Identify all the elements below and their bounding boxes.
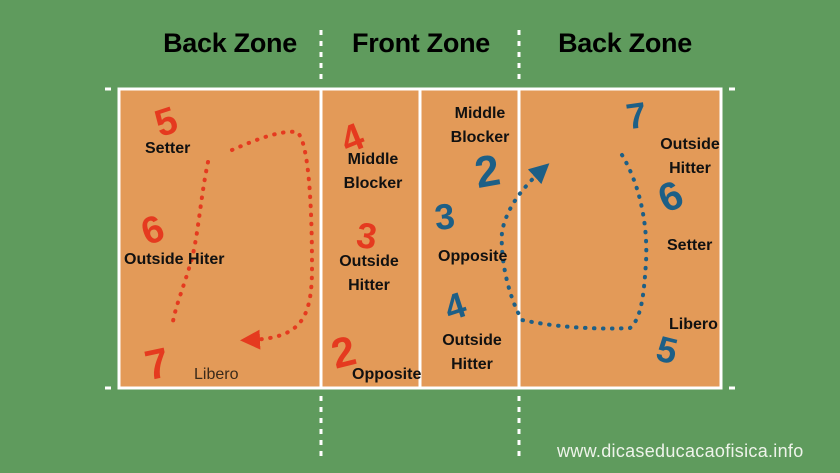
label-line: Blocker <box>343 175 403 192</box>
label-line: Outside <box>339 253 399 270</box>
position-label-opposite: Opposite <box>352 366 422 383</box>
red-rotation-path <box>230 129 315 350</box>
label-line: Middle <box>347 151 399 168</box>
website-credit: www.dicaseducacaofisica.info <box>557 441 804 461</box>
label-line: Outside <box>660 136 720 153</box>
position-label-libero: Libero <box>194 366 239 383</box>
zone-title-back-left: Back Zone <box>163 28 297 58</box>
label-line: Outside <box>442 332 502 349</box>
label-line: Hitter <box>348 277 390 294</box>
position-label-outside-hitter-blue: Outside Hitter <box>656 133 724 181</box>
label-line: Hitter <box>669 160 711 177</box>
blue-rotation-path <box>499 153 649 331</box>
red-rotation-path-left <box>170 160 210 330</box>
position-label-libero-blue: Libero <box>669 316 718 333</box>
player-number-blue: 3 <box>433 195 457 238</box>
zone-title-back-right: Back Zone <box>558 28 692 58</box>
position-label-middle-blocker-blue: Middle Blocker <box>442 102 518 150</box>
label-line: Hitter <box>451 356 493 373</box>
label-line: Blocker <box>450 129 510 146</box>
position-label-outside-hitter-front-blue: Outside Hitter <box>436 329 508 377</box>
zone-title-front: Front Zone <box>352 28 490 58</box>
position-label-outside-hitter-front: Outside Hitter <box>333 250 405 298</box>
position-label-middle-blocker: Middle Blocker <box>337 148 409 196</box>
position-label-setter: Setter <box>145 140 191 157</box>
position-label-setter-blue: Setter <box>667 237 713 254</box>
position-label-opposite-blue: Opposite <box>438 248 508 265</box>
position-label-outside-hitter: Outside Hiter <box>124 251 225 268</box>
label-line: Middle <box>454 105 506 122</box>
